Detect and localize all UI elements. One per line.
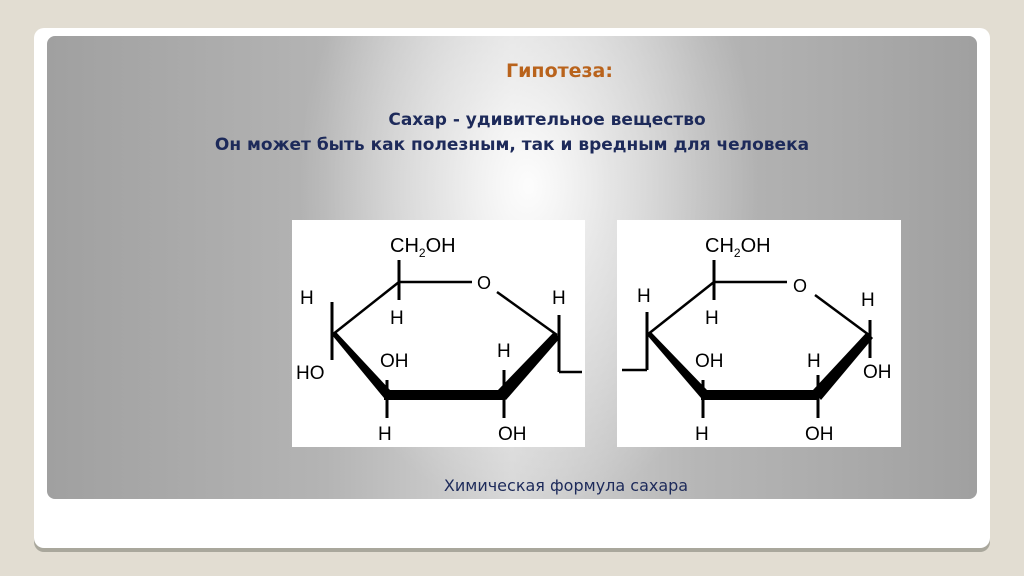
slide-card: Гипотеза: Сахар - удивительное вещество … xyxy=(34,28,990,548)
subtitle-line-2: Он может быть как полезным, так и вредны… xyxy=(214,135,810,155)
svg-text:H: H xyxy=(390,308,404,329)
slide-title: Гипотеза: xyxy=(506,60,613,82)
svg-text:O: O xyxy=(793,276,807,296)
svg-text:O: O xyxy=(477,273,491,293)
svg-text:H: H xyxy=(695,424,709,445)
svg-text:CH2OH: CH2OH xyxy=(705,235,771,260)
svg-text:H: H xyxy=(705,308,719,329)
svg-text:H: H xyxy=(552,288,566,309)
glucose-formula-left: CH2OH O xyxy=(292,220,585,447)
svg-text:CH2OH: CH2OH xyxy=(390,235,456,260)
svg-text:H: H xyxy=(807,351,821,372)
slide-panel: Гипотеза: Сахар - удивительное вещество … xyxy=(47,36,977,499)
svg-text:OH: OH xyxy=(863,362,892,383)
svg-text:H: H xyxy=(861,290,875,311)
subtitle-line-1: Сахар - удивительное вещество xyxy=(388,110,706,130)
svg-text:OH: OH xyxy=(695,351,724,372)
svg-text:OH: OH xyxy=(380,351,409,372)
glucose-formula-right: CH2OH O H H OH H H OH H xyxy=(617,220,901,447)
formula-caption: Химическая формула сахара xyxy=(443,476,689,495)
svg-text:OH: OH xyxy=(498,424,527,445)
svg-text:HO: HO xyxy=(296,363,325,384)
svg-text:H: H xyxy=(637,286,651,307)
svg-text:H: H xyxy=(378,424,392,445)
glucose-ring-left-diagram: CH2OH O xyxy=(296,235,582,445)
svg-text:H: H xyxy=(300,288,314,309)
glucose-ring-right-diagram: CH2OH O H H OH H H OH H xyxy=(622,235,892,445)
svg-text:OH: OH xyxy=(805,424,834,445)
svg-text:H: H xyxy=(497,341,511,362)
